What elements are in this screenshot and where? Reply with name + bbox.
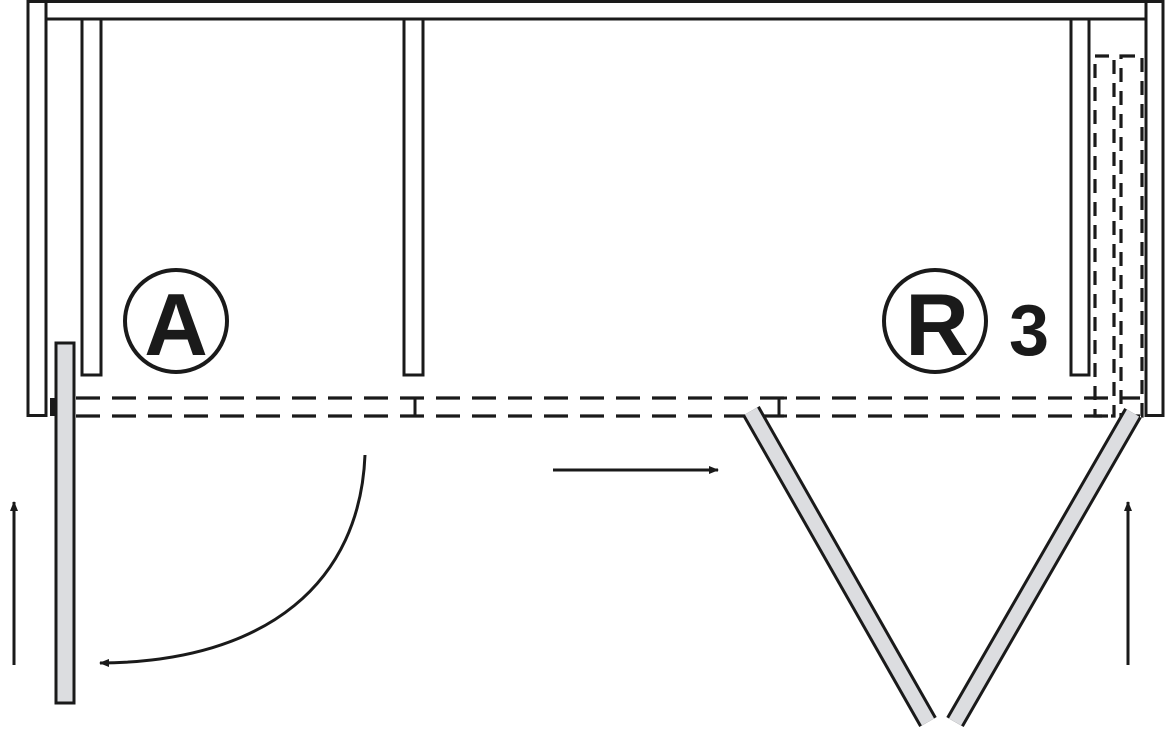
marker-r-label: R [905,275,969,374]
cabinet-top-panel [26,0,1165,21]
right-inner-divider [1069,17,1091,377]
marker-a: A [123,268,229,374]
folding-door-right [946,408,1142,727]
stacked-doors-dashed [1093,54,1144,418]
track-joint-markers [407,396,787,418]
marker-r: R [882,268,988,374]
arrow-swing-curve [99,454,367,667]
middle-divider [402,17,425,377]
door-track-dashed [76,396,1140,418]
door-count-label: 3 [1009,291,1049,371]
left-door-hinge [50,398,56,416]
folding-door-left [742,406,937,727]
left-door-open [54,341,76,705]
cabinet-right-side [1144,0,1165,417]
marker-a-label: A [144,275,208,374]
cabinet-left-side [26,0,48,417]
left-inner-divider [80,17,103,377]
